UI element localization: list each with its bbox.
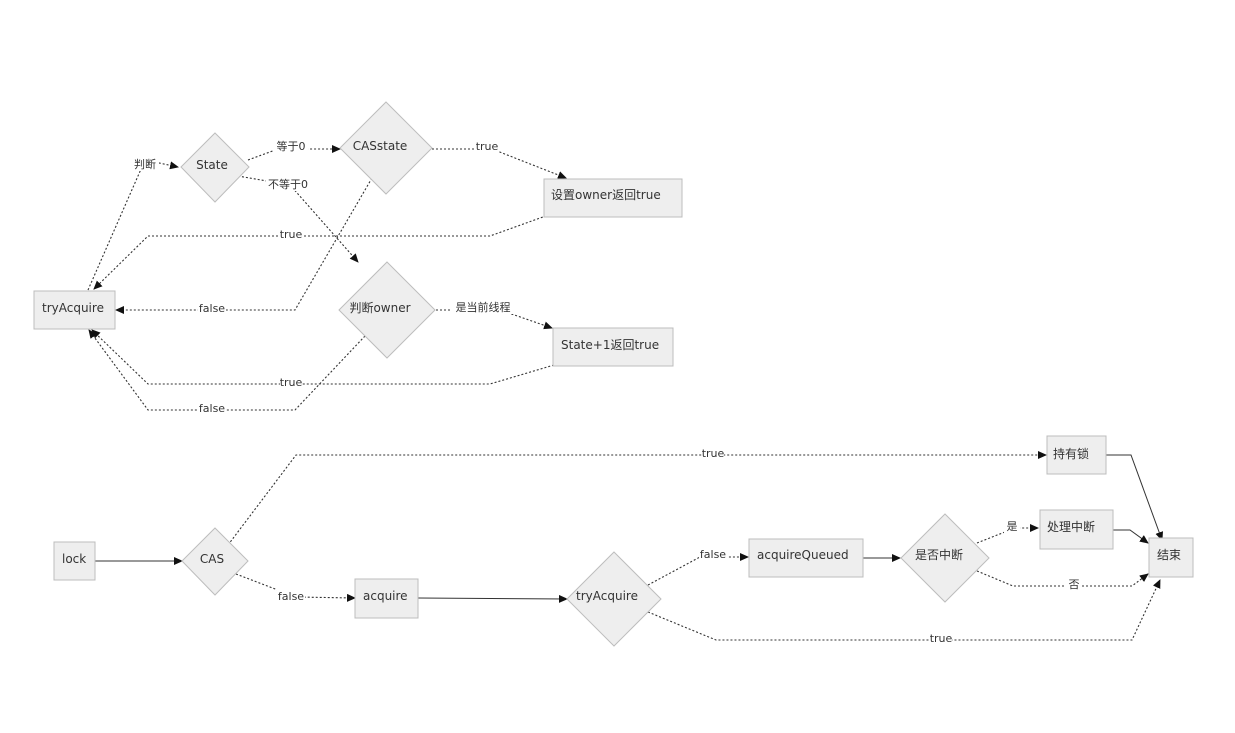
node-set-owner[interactable]: 设置owner返回true bbox=[543, 178, 683, 218]
node-end[interactable]: 结束 bbox=[1148, 537, 1194, 578]
edge-hold-to-end bbox=[1106, 454, 1164, 541]
node-label-check-owner: 判断owner bbox=[349, 300, 410, 315]
edge-label-plus-one-true: true bbox=[280, 376, 303, 389]
node-acquire-queued[interactable]: acquireQueued bbox=[748, 538, 864, 578]
edge-set-owner-true: true bbox=[93, 212, 555, 290]
node-handle-interrupt[interactable]: 处理中断 bbox=[1039, 509, 1114, 550]
node-is-interrupted[interactable]: 是否中断 bbox=[900, 513, 990, 603]
node-label-cas: CAS bbox=[200, 552, 224, 566]
edge-label-lock-cas-false: false bbox=[278, 590, 304, 603]
edge-label-cas-false: false bbox=[199, 302, 225, 315]
edge-equals-zero: 等于0 bbox=[247, 139, 341, 161]
edge-label-is-current-thread: 是当前线程 bbox=[456, 300, 511, 314]
edge-is-current-thread: 是当前线程 bbox=[436, 300, 553, 330]
edge-label-cas-true: true bbox=[476, 140, 499, 153]
node-hold-lock[interactable]: 持有锁 bbox=[1046, 435, 1107, 475]
edge-interrupt-to-end bbox=[1113, 529, 1149, 544]
edge-label-yes: 是 bbox=[1007, 520, 1018, 533]
node-label-handle-interrupt: 处理中断 bbox=[1047, 519, 1095, 534]
edge-plus-one-true: true bbox=[91, 329, 555, 389]
node-label-hold-lock: 持有锁 bbox=[1053, 446, 1089, 461]
node-state[interactable]: State bbox=[180, 132, 250, 203]
node-label-lock: lock bbox=[62, 552, 86, 566]
edge-owner-false: false bbox=[88, 329, 366, 415]
node-label-state: State bbox=[196, 158, 228, 172]
edge-label-set-owner-true: true bbox=[280, 228, 303, 241]
node-state-plus-one[interactable]: State+1返回true bbox=[552, 327, 674, 367]
node-label-casstate: CASstate bbox=[353, 139, 408, 153]
edge-try-true: true bbox=[647, 579, 1161, 645]
node-label-tryacquire-top: tryAcquire bbox=[42, 301, 104, 315]
node-tryacquire-top[interactable]: tryAcquire bbox=[33, 290, 116, 330]
edge-lock-cas-true: true bbox=[227, 446, 1047, 546]
edge-cas-true: true bbox=[432, 139, 567, 179]
edge-label-no: 否 bbox=[1069, 578, 1080, 591]
edge-judge: 判断 bbox=[87, 157, 179, 291]
edge-label-not-equals-zero: 不等于0 bbox=[268, 177, 308, 191]
node-label-tryacquire-bottom: tryAcquire bbox=[576, 589, 638, 603]
node-label-acquire-queued: acquireQueued bbox=[757, 548, 849, 562]
node-cas[interactable]: CAS bbox=[181, 527, 249, 596]
edge-acquire-to-try bbox=[417, 594, 568, 603]
node-label-end: 结束 bbox=[1157, 548, 1181, 562]
edge-yes: 是 bbox=[976, 519, 1039, 544]
edge-label-lock-cas-true: true bbox=[702, 447, 725, 460]
node-label-state-plus-one: State+1返回true bbox=[561, 338, 659, 352]
node-label-acquire: acquire bbox=[363, 589, 408, 603]
node-tryacquire-bottom[interactable]: tryAcquire bbox=[566, 551, 662, 647]
node-label-is-interrupted: 是否中断 bbox=[915, 547, 963, 562]
edge-try-false: false bbox=[647, 547, 749, 586]
edge-lock-cas-false: false bbox=[235, 573, 356, 603]
edge-no: 否 bbox=[976, 570, 1149, 591]
edge-label-judge: 判断 bbox=[134, 157, 156, 171]
edge-label-owner-false: false bbox=[199, 402, 225, 415]
node-casstate[interactable]: CASstate bbox=[339, 101, 433, 195]
node-check-owner[interactable]: 判断owner bbox=[338, 261, 436, 359]
edge-not-equals-zero: 不等于0 bbox=[237, 175, 359, 263]
node-lock[interactable]: lock bbox=[53, 541, 96, 581]
node-label-set-owner: 设置owner返回true bbox=[551, 188, 661, 202]
node-acquire[interactable]: acquire bbox=[354, 578, 419, 619]
edge-label-try-true: true bbox=[930, 632, 953, 645]
edge-cas-false: false bbox=[115, 177, 373, 315]
edge-label-try-false: false bbox=[700, 548, 726, 561]
edge-label-equals-zero: 等于0 bbox=[277, 139, 306, 153]
